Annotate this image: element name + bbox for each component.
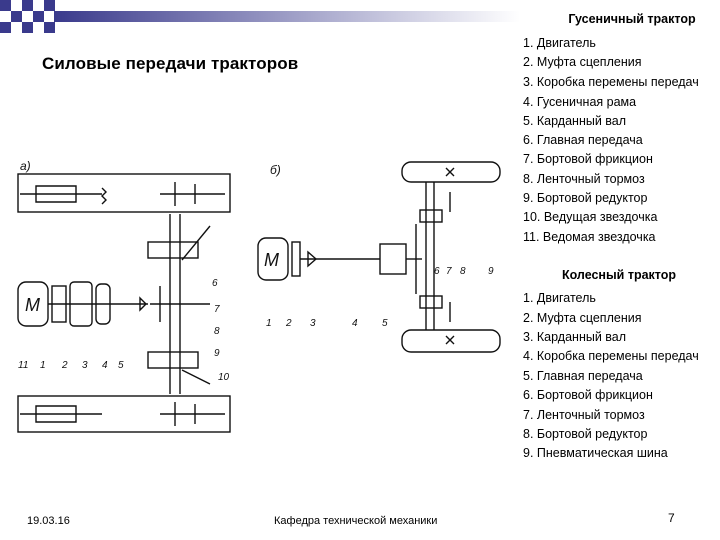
slide-title: Силовые передачи тракторов	[42, 54, 299, 73]
diagram_a-callout: 1	[40, 360, 46, 371]
header-checker-decoration	[0, 0, 520, 33]
diagram_b-callout: 4	[352, 318, 358, 329]
wheeled-item: 5. Главная передача	[523, 369, 643, 384]
wheeled-list: 1. Двигатель 2. Муфта сцепления 3. Карданн…	[523, 289, 715, 463]
diagram_a-callout: 4	[102, 360, 108, 371]
checker-cell	[44, 0, 55, 11]
checker-cell	[44, 22, 55, 33]
wheeled-item: 1. Двигатель	[523, 291, 596, 306]
tracked-item: 4. Гусеничная рама	[523, 94, 637, 109]
footer-date: 19.03.16	[27, 515, 70, 527]
diagram_a-callout: 7	[214, 304, 220, 315]
wheeled-engine-block	[257, 237, 289, 281]
diagram_b-callout: 1	[266, 318, 272, 329]
diagram_b-callout: 5	[382, 318, 388, 329]
diagram_b-callout: 2	[285, 318, 292, 329]
wheeled-item: 7. Ленточный тормоз	[523, 407, 645, 422]
tire-bottom	[401, 329, 501, 353]
tracked-item: 7. Бортовой фрикцион	[523, 152, 653, 167]
wheeled-item: 8. Бортовой редуктор	[523, 427, 648, 442]
tracked-item: 3. Коробка перемены передач	[523, 74, 699, 89]
svg-text:М: М	[25, 295, 40, 315]
diagram_a-callout: 6	[212, 278, 218, 289]
wheeled-item: 6. Бортовой фрикцион	[523, 388, 653, 403]
tire-top	[401, 161, 501, 183]
tracked-item: 11. Ведомая звездочка	[523, 229, 656, 244]
checker-cell	[0, 22, 11, 33]
diagram-b-label: б)	[270, 163, 281, 177]
wheeled-item: 2. Муфта сцепления	[523, 310, 642, 325]
checker-cell	[22, 0, 33, 11]
wheeled-gearbox	[379, 243, 407, 275]
wheeled-item: 3. Карданный вал	[523, 329, 627, 344]
track-frame-top	[17, 173, 231, 213]
legend-column: Гусеничный трактор 1. Двигатель 2. Муфта …	[523, 12, 715, 464]
diagram_a-callout: 2	[61, 360, 68, 371]
diagram_b-callout: 6	[434, 266, 440, 277]
checker-cell	[11, 11, 22, 22]
diagram_b-callout: 7	[446, 266, 452, 277]
diagram_b-callout: 3	[310, 318, 316, 329]
diagram_a-callout: 5	[118, 360, 124, 371]
diagram_a-callout: 8	[214, 326, 220, 337]
header-gradient-bar	[54, 11, 520, 22]
tracked-item: 2. Муфта сцепления	[523, 55, 642, 70]
diagram_a-callout: 9	[214, 348, 220, 359]
wheeled-item: 4. Коробка перемены передач	[523, 349, 699, 364]
wheeled-heading: Колесный трактор	[561, 267, 677, 282]
diagram_a-callout: 11	[18, 360, 28, 371]
tracked-list: 1. Двигатель 2. Муфта сцепления 3. Коробка…	[523, 34, 715, 247]
wheeled-item: 9. Пневматическая шина	[523, 446, 668, 461]
tracked-item: 10. Ведущая звездочка	[523, 210, 658, 225]
tracked-item: 8. Ленточный тормоз	[523, 171, 645, 186]
diagram_a-callout: 3	[82, 360, 88, 371]
footer-department: Кафедра технической механики	[274, 515, 438, 527]
tracked-item: 1. Двигатель	[523, 36, 596, 50]
diagram_a-callout: 10	[218, 372, 230, 383]
tracked-item: 5. Карданный вал	[523, 113, 627, 128]
tracked-item: 9. Бортовой редуктор	[523, 191, 648, 206]
diagram_b-callout: 9	[488, 266, 494, 277]
checker-cell	[0, 0, 11, 11]
diagram_b-callout: 8	[460, 266, 466, 277]
tracked-heading: Гусеничный трактор	[568, 12, 696, 26]
page-number: 7	[668, 511, 675, 525]
tracked-item: 6. Главная передача	[523, 133, 643, 148]
checker-cell	[22, 22, 33, 33]
diagram-a-label: а)	[20, 159, 31, 173]
checker-cell	[33, 11, 44, 22]
track-frame-bottom	[17, 395, 231, 433]
svg-text:М: М	[264, 250, 279, 270]
